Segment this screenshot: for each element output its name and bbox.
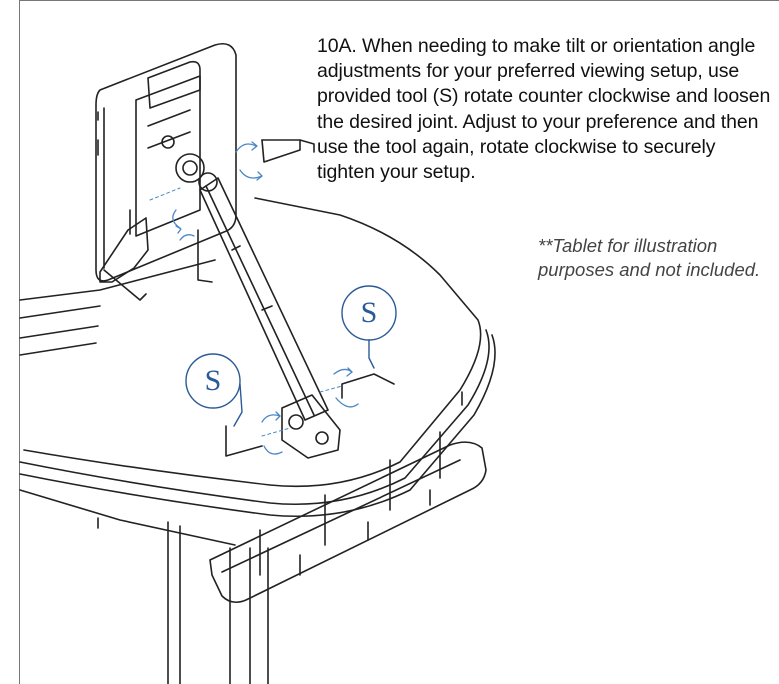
cart-column — [167, 521, 269, 684]
frame-top-border — [19, 0, 779, 1]
tablet — [95, 42, 237, 282]
tool-callout-right: S — [360, 296, 378, 329]
frame-left-border — [19, 0, 20, 684]
guide-lines — [149, 187, 343, 437]
hex-tool-left — [225, 425, 263, 457]
tablet-disclaimer-note: **Tablet for illustration purposes and n… — [538, 235, 761, 280]
callout-circles — [185, 285, 397, 427]
hex-tool-right — [341, 373, 395, 399]
base-clamp — [281, 394, 341, 459]
instruction-step-10a: 10A. When needing to make tilt or orient… — [317, 35, 771, 184]
top-ball-joint — [175, 153, 218, 192]
articulating-arm — [199, 177, 329, 421]
hex-tool-top-center — [129, 209, 213, 283]
storage-basket — [209, 431, 487, 604]
desk-back-edge — [19, 259, 216, 356]
tablet-holder-bracket — [99, 60, 201, 301]
rotation-arrows — [172, 141, 359, 455]
hex-tool-top-right — [261, 139, 315, 163]
tool-callout-left: S — [204, 364, 222, 397]
table-top — [19, 197, 496, 546]
